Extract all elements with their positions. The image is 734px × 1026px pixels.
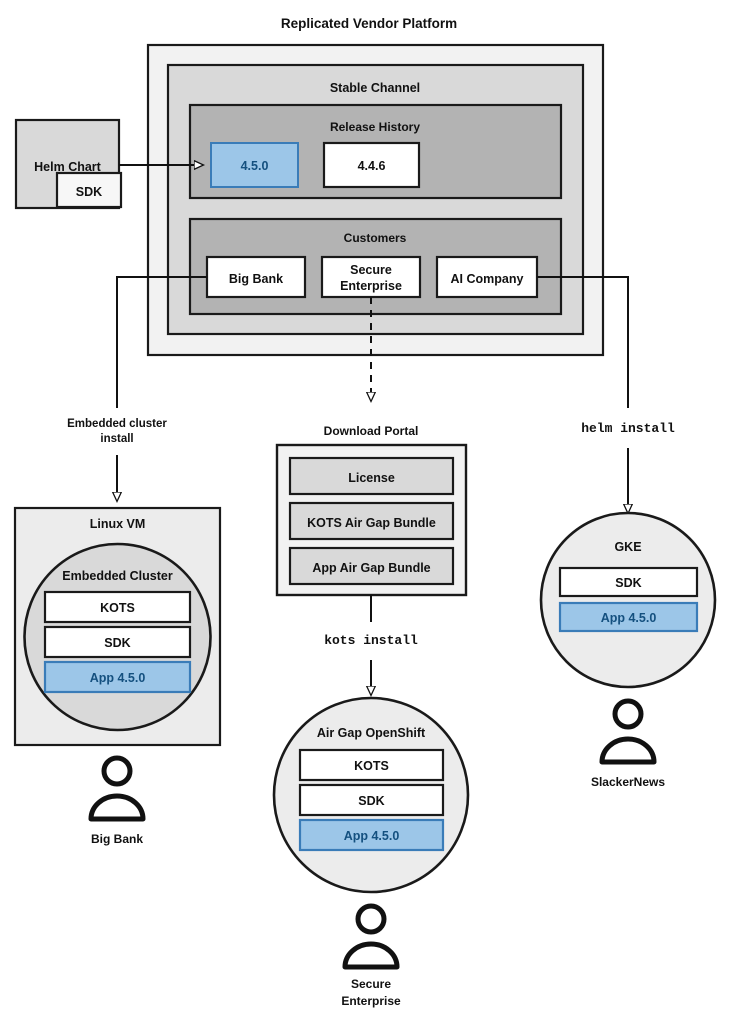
- gke-title: GKE: [614, 540, 641, 554]
- embedded-cluster-title: Embedded Cluster: [62, 569, 173, 583]
- component-app[interactable]: App 4.5.0: [43, 660, 192, 694]
- component-sdk[interactable]: SDK: [43, 625, 192, 659]
- release-version-label: 4.5.0: [241, 159, 269, 173]
- linux-vm-title: Linux VM: [90, 517, 146, 531]
- persona-slackernews: SlackerNews: [591, 698, 665, 789]
- helm-chart-label: Helm Chart: [34, 160, 102, 174]
- air-gap-openshift-title: Air Gap OpenShift: [317, 726, 426, 740]
- persona-big-bank: Big Bank: [88, 755, 146, 846]
- artifact-label: License: [348, 471, 395, 485]
- customer-label: Big Bank: [229, 272, 283, 286]
- customer-label: AI Company: [451, 272, 524, 286]
- helm-install-label: helm install: [581, 421, 675, 436]
- persona-secure-enterprise: Secure Enterprise: [341, 903, 401, 1008]
- stable-channel-title: Stable Channel: [330, 81, 420, 95]
- component-kots[interactable]: KOTS: [298, 748, 445, 782]
- download-artifact-app-air-gap-bundle[interactable]: App Air Gap Bundle: [288, 546, 455, 586]
- download-portal-title: Download Portal: [324, 424, 419, 438]
- download-artifact-kots-air-gap-bundle[interactable]: KOTS Air Gap Bundle: [288, 501, 455, 541]
- release-item-4-4-6[interactable]: 4.4.6: [322, 141, 421, 189]
- kots-install-label: kots install: [324, 633, 418, 648]
- edge-aicompany-to-gke: [537, 276, 629, 408]
- component-box[interactable]: [298, 783, 445, 817]
- component-box[interactable]: [43, 625, 192, 659]
- customer-box[interactable]: [320, 255, 422, 299]
- gke-circle[interactable]: [539, 511, 717, 689]
- release-box[interactable]: [210, 142, 299, 188]
- persona-label-line1: Secure: [351, 977, 391, 991]
- component-label: KOTS: [354, 759, 389, 773]
- person-icon: [599, 698, 657, 765]
- artifact-label: KOTS Air Gap Bundle: [307, 516, 436, 530]
- artifact-box[interactable]: [288, 456, 455, 496]
- component-label: SDK: [615, 576, 641, 590]
- release-item-4-5-0[interactable]: 4.5.0: [210, 142, 299, 188]
- target-linux-vm[interactable]: Linux VM Embedded Cluster KOTS SDK App 4…: [13, 506, 222, 747]
- component-label: App 4.5.0: [344, 829, 400, 843]
- download-artifact-license[interactable]: License: [288, 456, 455, 496]
- component-box[interactable]: [43, 590, 192, 624]
- release-history-title: Release History: [330, 120, 420, 134]
- helm-chart-sdk-label: SDK: [76, 185, 102, 199]
- helm-chart-sdk-box[interactable]: [55, 171, 123, 209]
- persona-label: SlackerNews: [591, 775, 665, 789]
- component-box[interactable]: [43, 660, 192, 694]
- artifact-box[interactable]: [288, 501, 455, 541]
- customers-title: Customers: [344, 231, 407, 245]
- component-box[interactable]: [298, 818, 445, 852]
- component-app[interactable]: App 4.5.0: [558, 601, 699, 633]
- component-box[interactable]: [298, 748, 445, 782]
- component-label: SDK: [358, 794, 384, 808]
- edge-bigbank-to-linuxvm: [116, 276, 207, 408]
- component-sdk[interactable]: SDK: [558, 566, 699, 598]
- component-box[interactable]: [558, 601, 699, 633]
- component-app[interactable]: App 4.5.0: [298, 818, 445, 852]
- component-label: SDK: [104, 636, 130, 650]
- customer-ai-company[interactable]: AI Company: [435, 255, 539, 299]
- customer-label-line1: Secure: [350, 263, 392, 277]
- customer-big-bank[interactable]: Big Bank: [205, 255, 307, 299]
- target-gke[interactable]: GKE SDK App 4.5.0: [539, 511, 717, 689]
- component-sdk[interactable]: SDK: [298, 783, 445, 817]
- helm-chart-node[interactable]: Helm Chart SDK: [14, 118, 123, 210]
- customer-secure-enterprise[interactable]: Secure Enterprise: [320, 255, 422, 299]
- component-box[interactable]: [558, 566, 699, 598]
- customer-label-line2: Enterprise: [340, 279, 402, 293]
- component-kots[interactable]: KOTS: [43, 590, 192, 624]
- artifact-box[interactable]: [288, 546, 455, 586]
- page-title: Replicated Vendor Platform: [281, 16, 457, 31]
- component-label: App 4.5.0: [90, 671, 146, 685]
- embedded-install-label-line2: install: [100, 433, 133, 445]
- component-label: App 4.5.0: [601, 611, 657, 625]
- persona-label: Big Bank: [91, 832, 143, 846]
- release-version-label: 4.4.6: [358, 159, 386, 173]
- customer-box[interactable]: [205, 255, 307, 299]
- target-air-gap-openshift[interactable]: Air Gap OpenShift KOTS SDK App 4.5.0: [272, 696, 470, 894]
- release-box[interactable]: [322, 141, 421, 189]
- component-label: KOTS: [100, 601, 135, 615]
- customer-box[interactable]: [435, 255, 539, 299]
- person-icon: [88, 755, 146, 822]
- embedded-install-label-line1: Embedded cluster: [67, 418, 167, 430]
- person-icon: [342, 903, 400, 970]
- persona-label-line2: Enterprise: [341, 994, 401, 1008]
- artifact-label: App Air Gap Bundle: [312, 561, 430, 575]
